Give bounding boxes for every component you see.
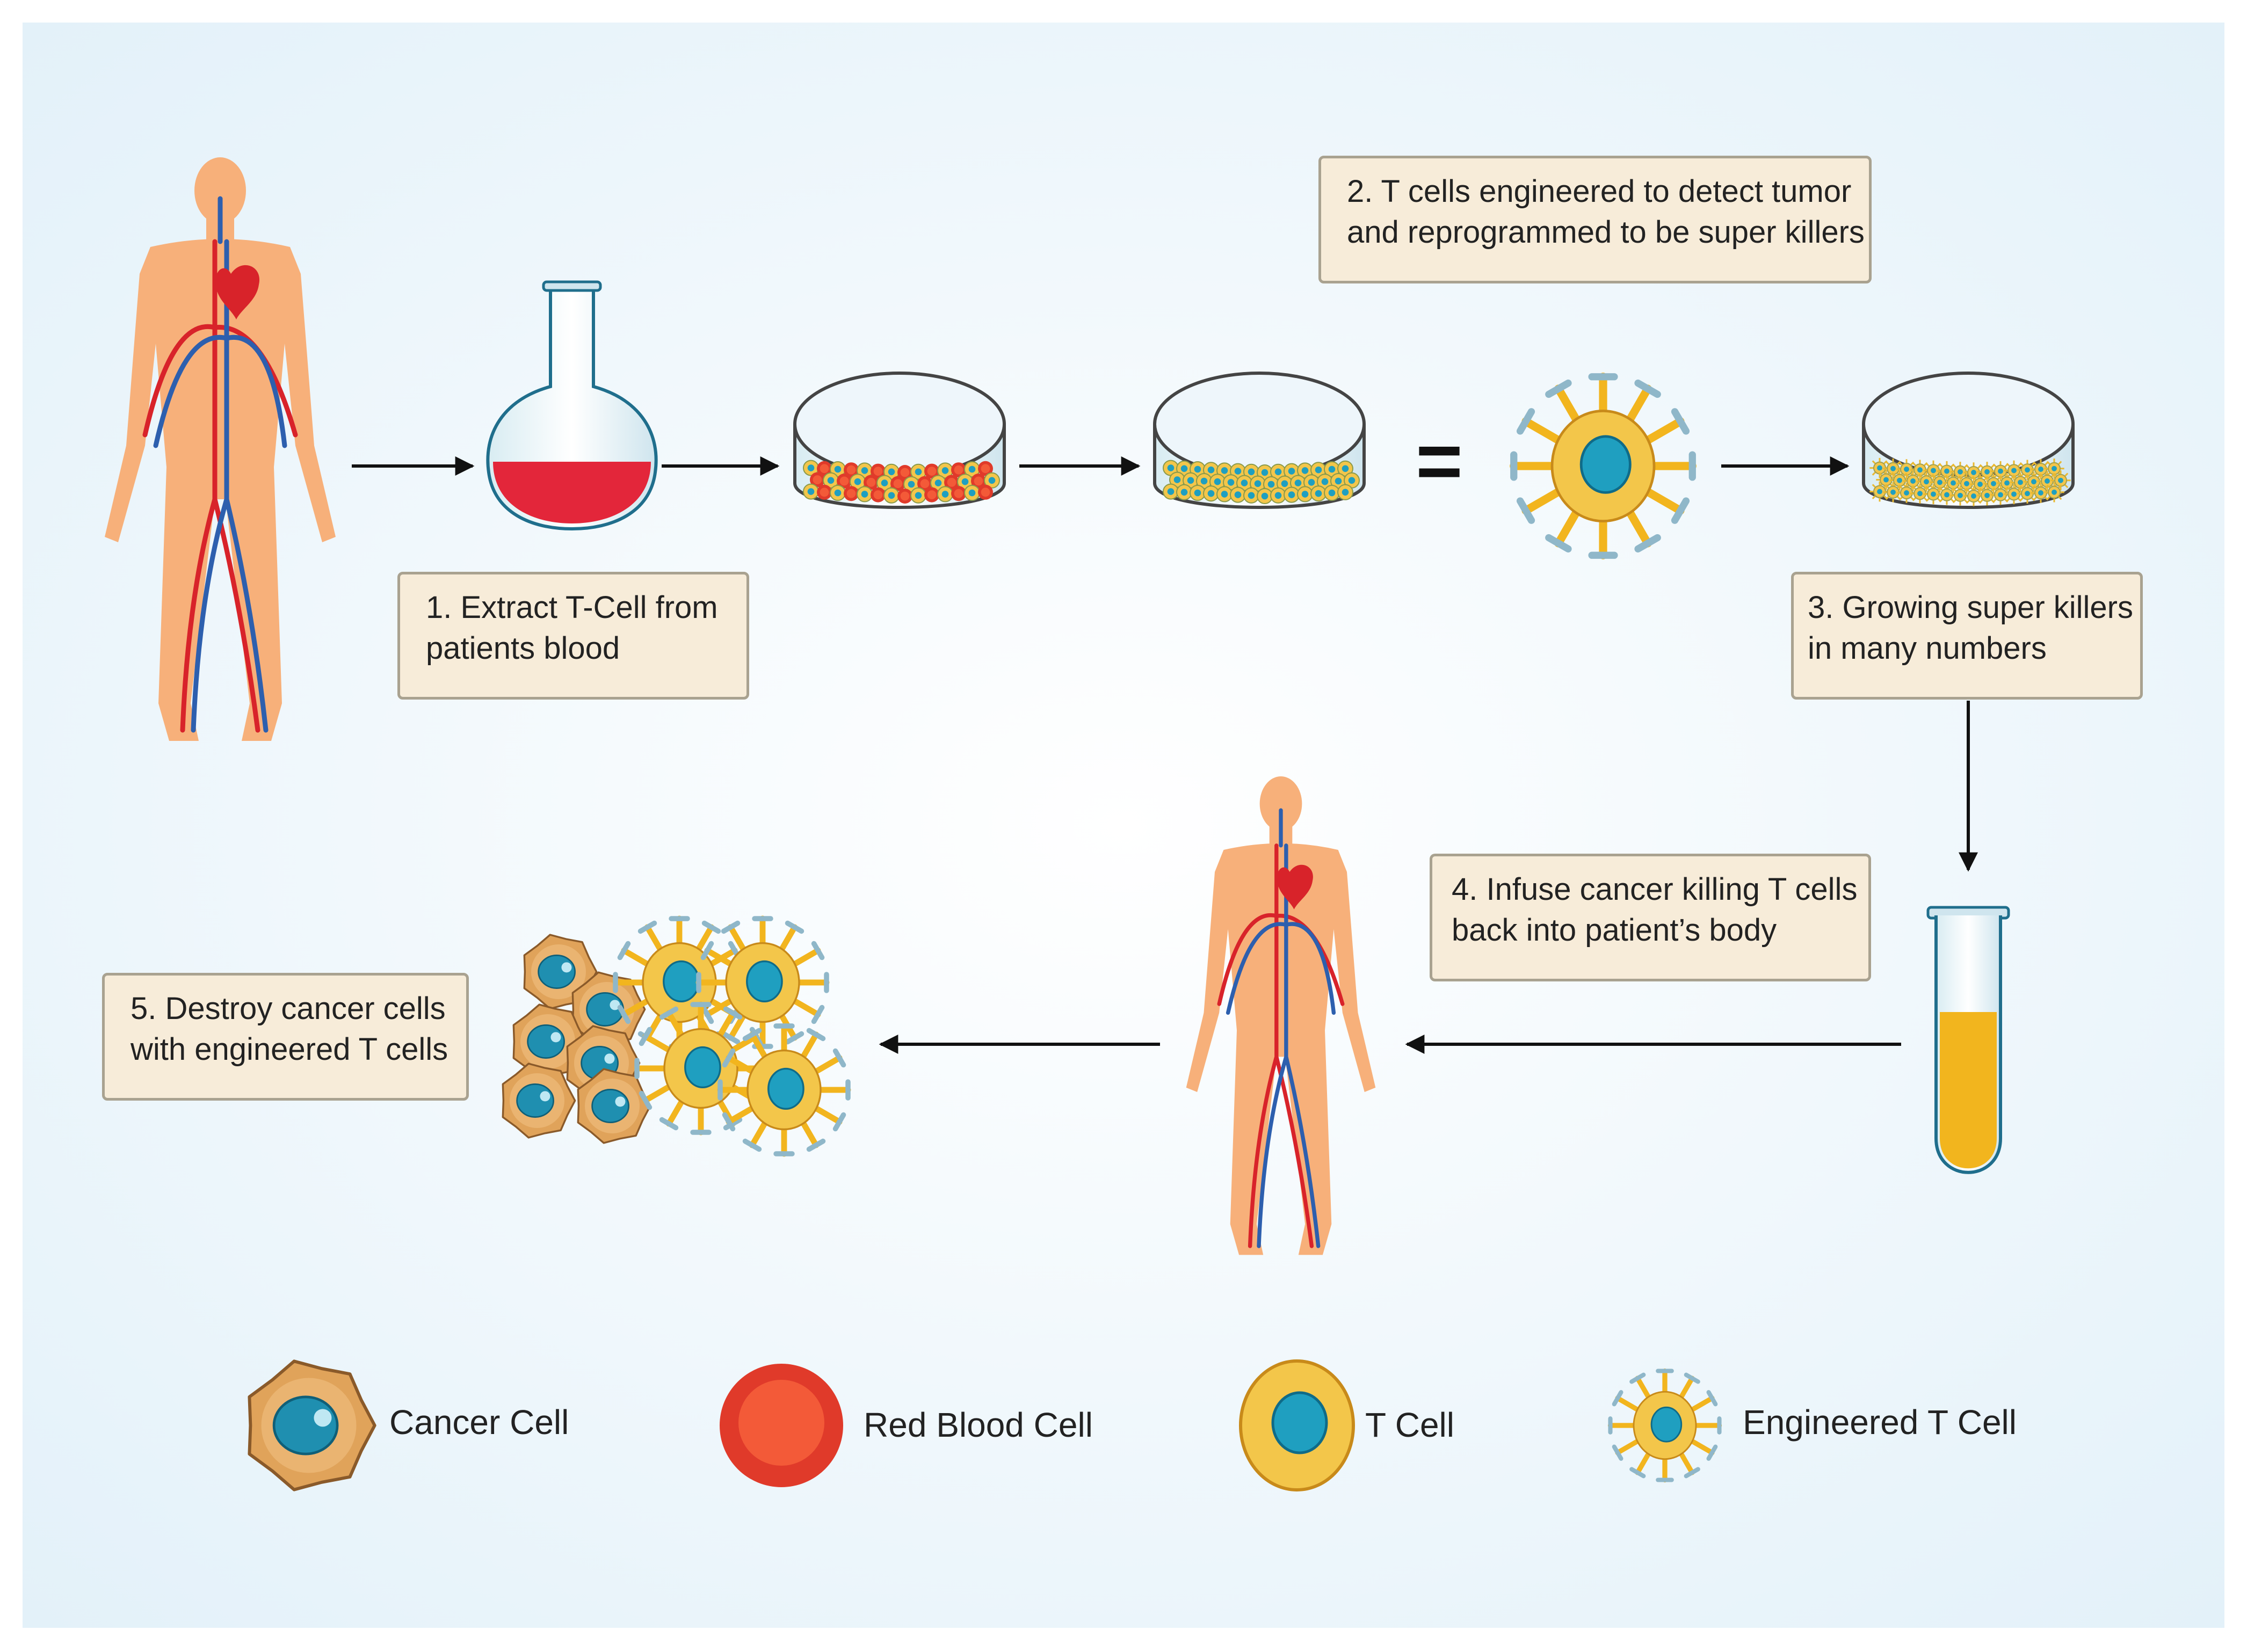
- step-5-box: 5. Destroy cancer cells with engineered …: [102, 973, 469, 1101]
- step-2-line-2: and reprogrammed to be super killers: [1347, 215, 1865, 250]
- step-3-line-2: in many numbers: [1808, 631, 2047, 666]
- step-4-line-1: 4. Infuse cancer killing T cells: [1452, 872, 1858, 907]
- human-body-icon-2: [1186, 776, 1376, 1255]
- step-5-line-2: with engineered T cells: [131, 1032, 448, 1067]
- background-panel: [23, 23, 2224, 1628]
- step-2-line-1: 2. T cells engineered to detect tumor: [1347, 174, 1852, 209]
- human-body-icon-1: [105, 157, 336, 741]
- step-1-line-2: patients blood: [426, 631, 620, 666]
- engineered-t-cell-large-icon: [1510, 373, 1697, 559]
- step-3-box: 3. Growing super killers in many numbers: [1791, 572, 2143, 700]
- legend-engineered-t-cell-label: Engineered T Cell: [1743, 1403, 2017, 1442]
- step-2-box: 2. T cells engineered to detect tumor an…: [1318, 156, 1872, 283]
- legend-red-blood-cell-label: Red Blood Cell: [864, 1406, 1093, 1444]
- step-4-line-2: back into patient’s body: [1452, 913, 1777, 948]
- step-1-box: 1. Extract T-Cell from patients blood: [397, 572, 749, 700]
- step-3-line-1: 3. Growing super killers: [1808, 590, 2133, 625]
- legend-cancer-cell-icon: [248, 1359, 376, 1491]
- cancer-vs-t-cells-cluster: [502, 915, 851, 1157]
- legend-t-cell-label: T Cell: [1365, 1406, 1454, 1444]
- petri-dish-engineered-cells: [1862, 372, 2075, 509]
- step-4-box: 4. Infuse cancer killing T cells back in…: [1430, 854, 1871, 981]
- equals-sign: =: [1416, 416, 1463, 506]
- legend-t-cell-icon: [1239, 1359, 1355, 1491]
- petri-dish-t-cells: [1153, 372, 1366, 509]
- legend-engineered-t-cell-icon: [1607, 1368, 1722, 1483]
- flask-with-blood-icon: [486, 280, 658, 531]
- petri-dish-mixed-cells: [793, 372, 1006, 509]
- step-1-line-1: 1. Extract T-Cell from: [426, 590, 718, 625]
- legend-red-blood-cell-icon: [720, 1364, 843, 1487]
- legend-cancer-cell-label: Cancer Cell: [389, 1403, 569, 1442]
- flow-arrows: [352, 456, 1978, 1054]
- test-tube-icon: [1926, 906, 2010, 1174]
- step-5-line-1: 5. Destroy cancer cells: [131, 991, 446, 1026]
